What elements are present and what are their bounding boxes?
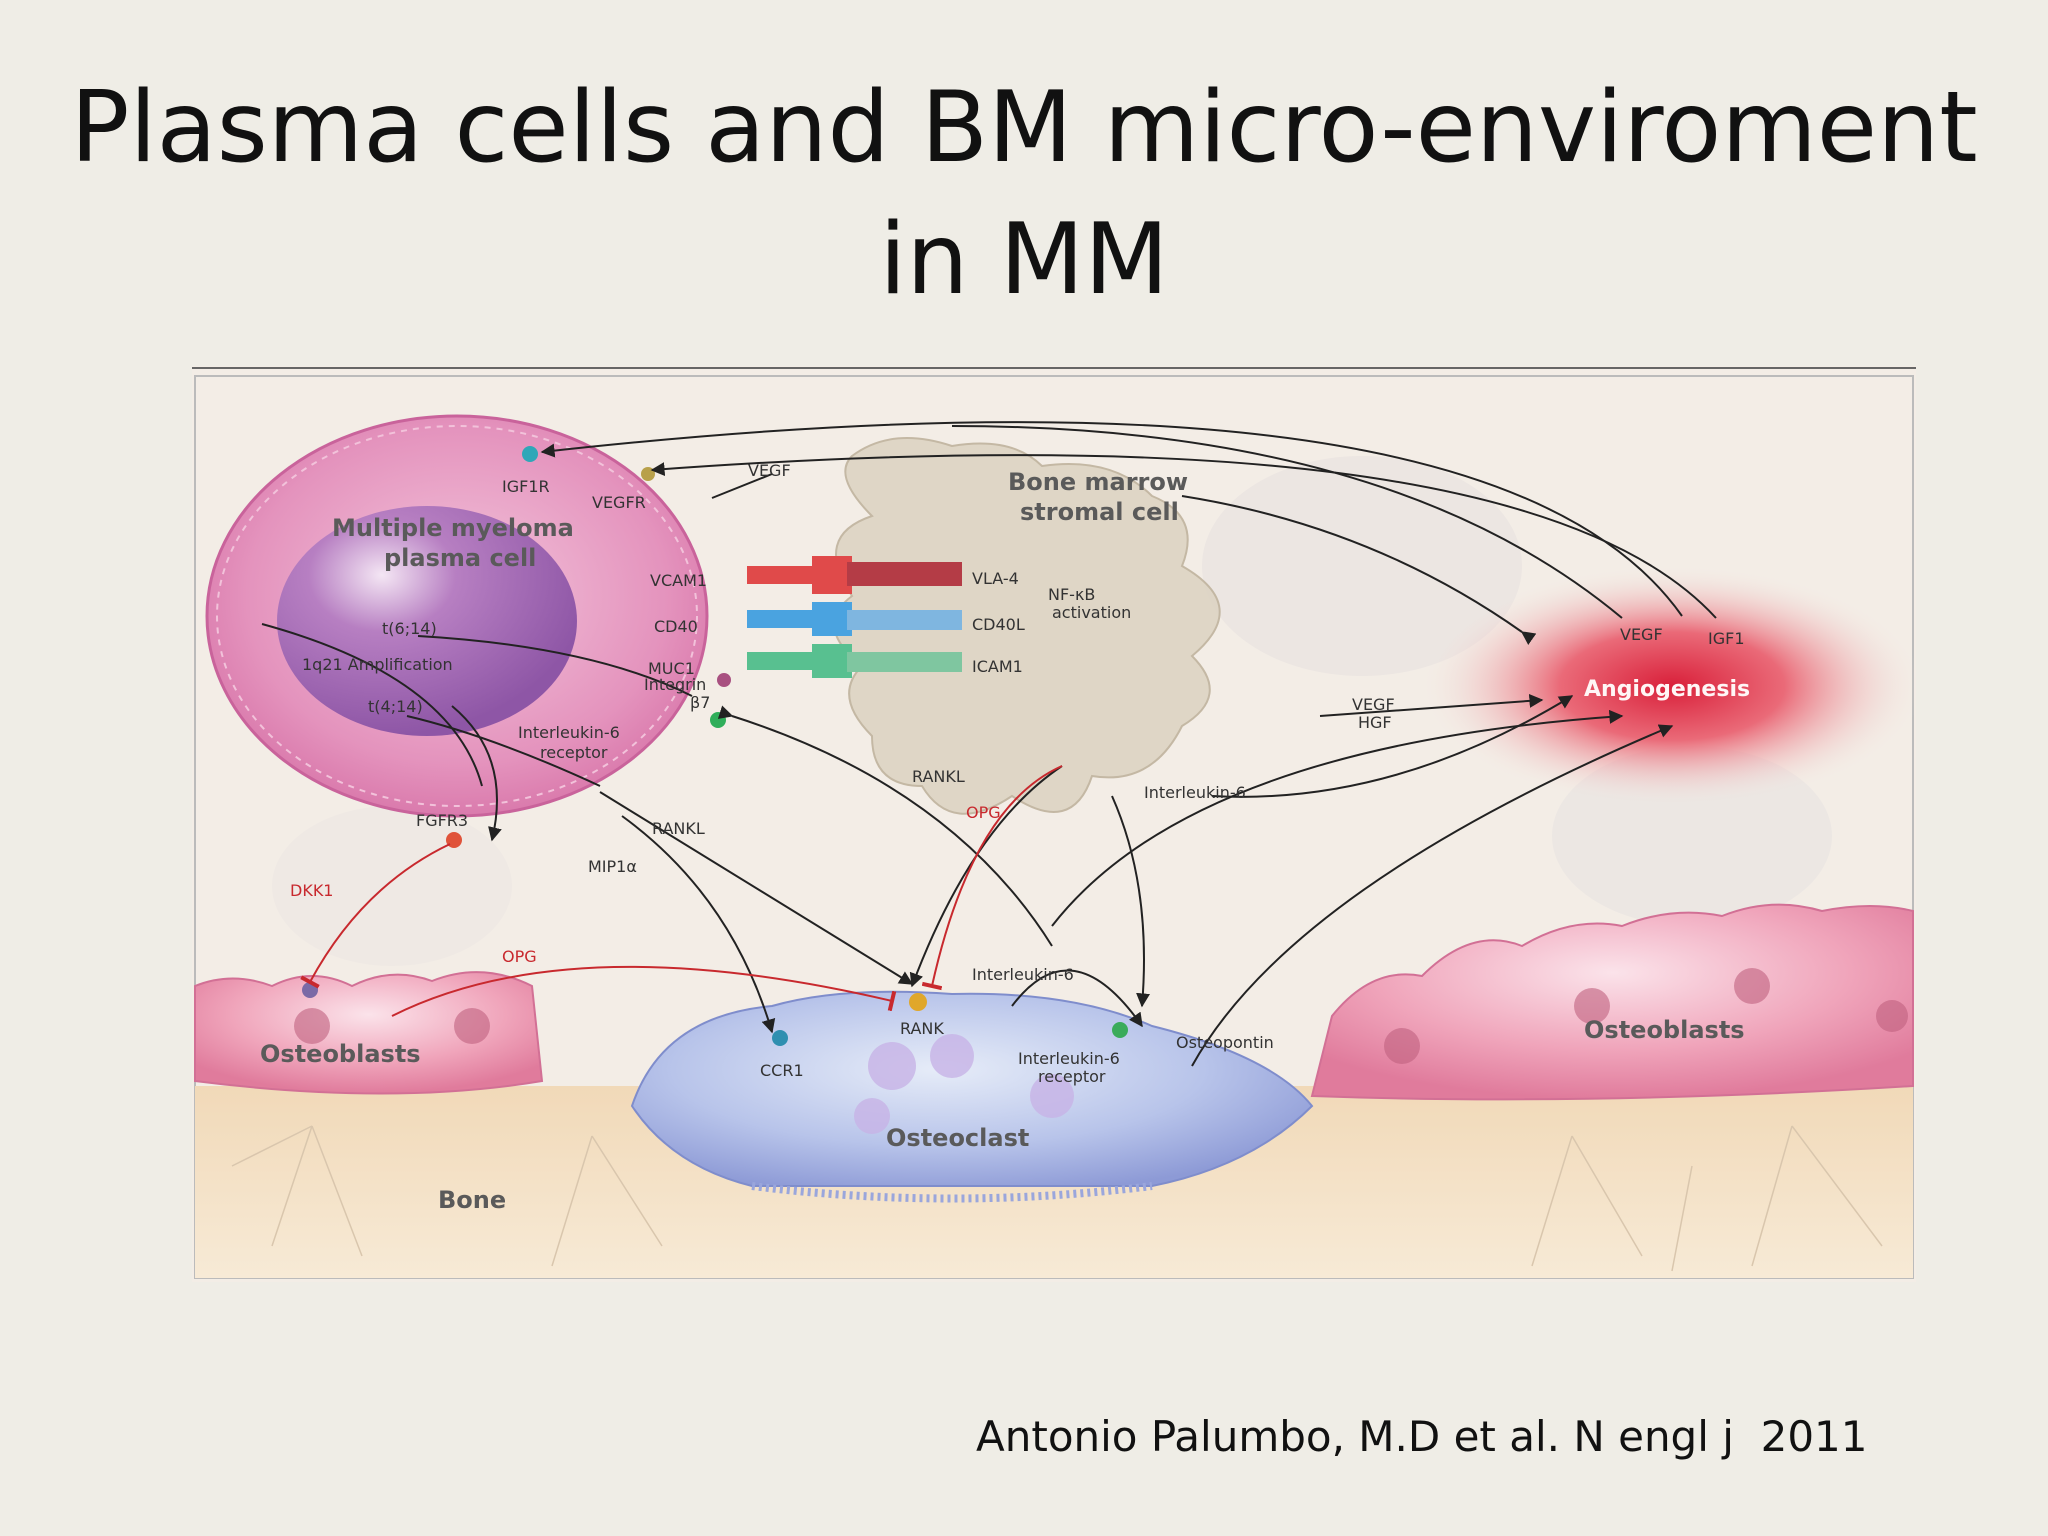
- inhibition-arrows: [300, 765, 1063, 1017]
- label-vcam1: VCAM1: [650, 571, 707, 590]
- label-stromal-1: Bone marrow: [1008, 468, 1188, 496]
- title-line-2: in MM: [879, 203, 1169, 317]
- slide-title: Plasma cells and BM micro-enviroment in …: [0, 62, 2048, 326]
- label-myeloma-1: Multiple myeloma: [332, 514, 574, 542]
- label-integrin-1: Integrin: [644, 675, 706, 694]
- label-mip1a: MIP1α: [588, 857, 637, 876]
- label-il6r-bottom-2: receptor: [1038, 1067, 1106, 1086]
- label-opg-stromal: OPG: [966, 803, 1001, 822]
- label-bone: Bone: [438, 1186, 506, 1214]
- label-osteoblasts-right: Osteoblasts: [1584, 1016, 1745, 1044]
- label-il6r-top-1: Interleukin-6: [518, 723, 620, 742]
- label-rankl-left: RANKL: [652, 819, 705, 838]
- adhesion-cd40-cd40l: [747, 602, 962, 636]
- label-vegf-top: VEGF: [748, 461, 791, 480]
- label-rankl-stromal: RANKL: [912, 767, 965, 786]
- signal-arrows: [261, 421, 1717, 1067]
- osteoblasts-left-cells: [194, 971, 544, 1095]
- igf1r-receptor-dot: [522, 446, 538, 462]
- label-vegfr: VEGFR: [592, 493, 646, 512]
- label-vegf-hgf-2: HGF: [1358, 713, 1392, 732]
- osteoclast-cell: [630, 990, 1314, 1203]
- label-angiogenesis: Angiogenesis: [1584, 677, 1750, 702]
- label-opg-bottom: OPG: [502, 947, 537, 966]
- label-igf1-ang: IGF1: [1708, 629, 1745, 648]
- citation: Antonio Palumbo, M.D et al. N engl j 201…: [976, 1412, 1868, 1461]
- label-il6r-top-2: receptor: [540, 743, 608, 762]
- osteoblast-receptor-dot: [302, 982, 318, 998]
- label-cd40: CD40: [654, 617, 698, 636]
- label-icam1: ICAM1: [972, 657, 1023, 676]
- rank-receptor-dot: [909, 993, 927, 1011]
- label-igf1r: IGF1R: [502, 477, 550, 496]
- label-il6r-bottom-1: Interleukin-6: [1018, 1049, 1120, 1068]
- label-t414: t(4;14): [368, 697, 423, 716]
- adhesion-vcam1-vla4: [747, 556, 962, 594]
- label-vegf-hgf-1: VEGF: [1352, 695, 1395, 714]
- label-osteoclast: Osteoclast: [886, 1124, 1029, 1152]
- label-osteopontin: Osteopontin: [1176, 1033, 1274, 1052]
- label-vla4: VLA-4: [972, 569, 1019, 588]
- label-muc1: MUC1: [648, 659, 695, 678]
- label-t614: t(6;14): [382, 619, 437, 638]
- il6r-osteoclast-dot: [1112, 1022, 1128, 1038]
- label-il6-stromal: Interleukin-6: [1144, 783, 1246, 802]
- label-dkk1: DKK1: [290, 881, 333, 900]
- label-integrin-2: β7: [690, 693, 710, 712]
- label-osteoblasts-left: Osteoblasts: [260, 1040, 421, 1068]
- osteoblasts-right-cells: [1310, 903, 1914, 1101]
- adhesion-muc1-icam1: [747, 644, 962, 678]
- myeloma-cell: [205, 414, 709, 818]
- diagram-svg: IGF1R VEGFR VEGF VCAM1 CD40 MUC1 VLA-4 C…: [192, 366, 1916, 1282]
- label-il6-center: Interleukin-6: [972, 965, 1074, 984]
- label-stromal-2: stromal cell: [1020, 498, 1179, 526]
- label-cd40l: CD40L: [972, 615, 1025, 634]
- label-rank: RANK: [900, 1019, 944, 1038]
- angiogenesis-glow: [1422, 566, 1916, 806]
- ccr1-receptor-dot: [772, 1030, 788, 1046]
- label-vegf-ang: VEGF: [1620, 625, 1663, 644]
- diagram-figure: IGF1R VEGFR VEGF VCAM1 CD40 MUC1 VLA-4 C…: [192, 366, 1916, 1282]
- label-myeloma-2: plasma cell: [384, 544, 536, 572]
- integrin-receptor-dot: [717, 673, 731, 687]
- il6r-receptor-dot: [710, 712, 726, 728]
- title-line-1: Plasma cells and BM micro-enviroment: [70, 71, 1978, 185]
- bone-canaliculi: [231, 1125, 1883, 1272]
- label-1q21: 1q21 Amplification: [302, 655, 453, 674]
- label-fgfr3: FGFR3: [416, 811, 468, 830]
- label-ccr1: CCR1: [760, 1061, 804, 1080]
- label-nfkb-1: NF-κB: [1048, 585, 1095, 604]
- label-nfkb-2: activation: [1052, 603, 1131, 622]
